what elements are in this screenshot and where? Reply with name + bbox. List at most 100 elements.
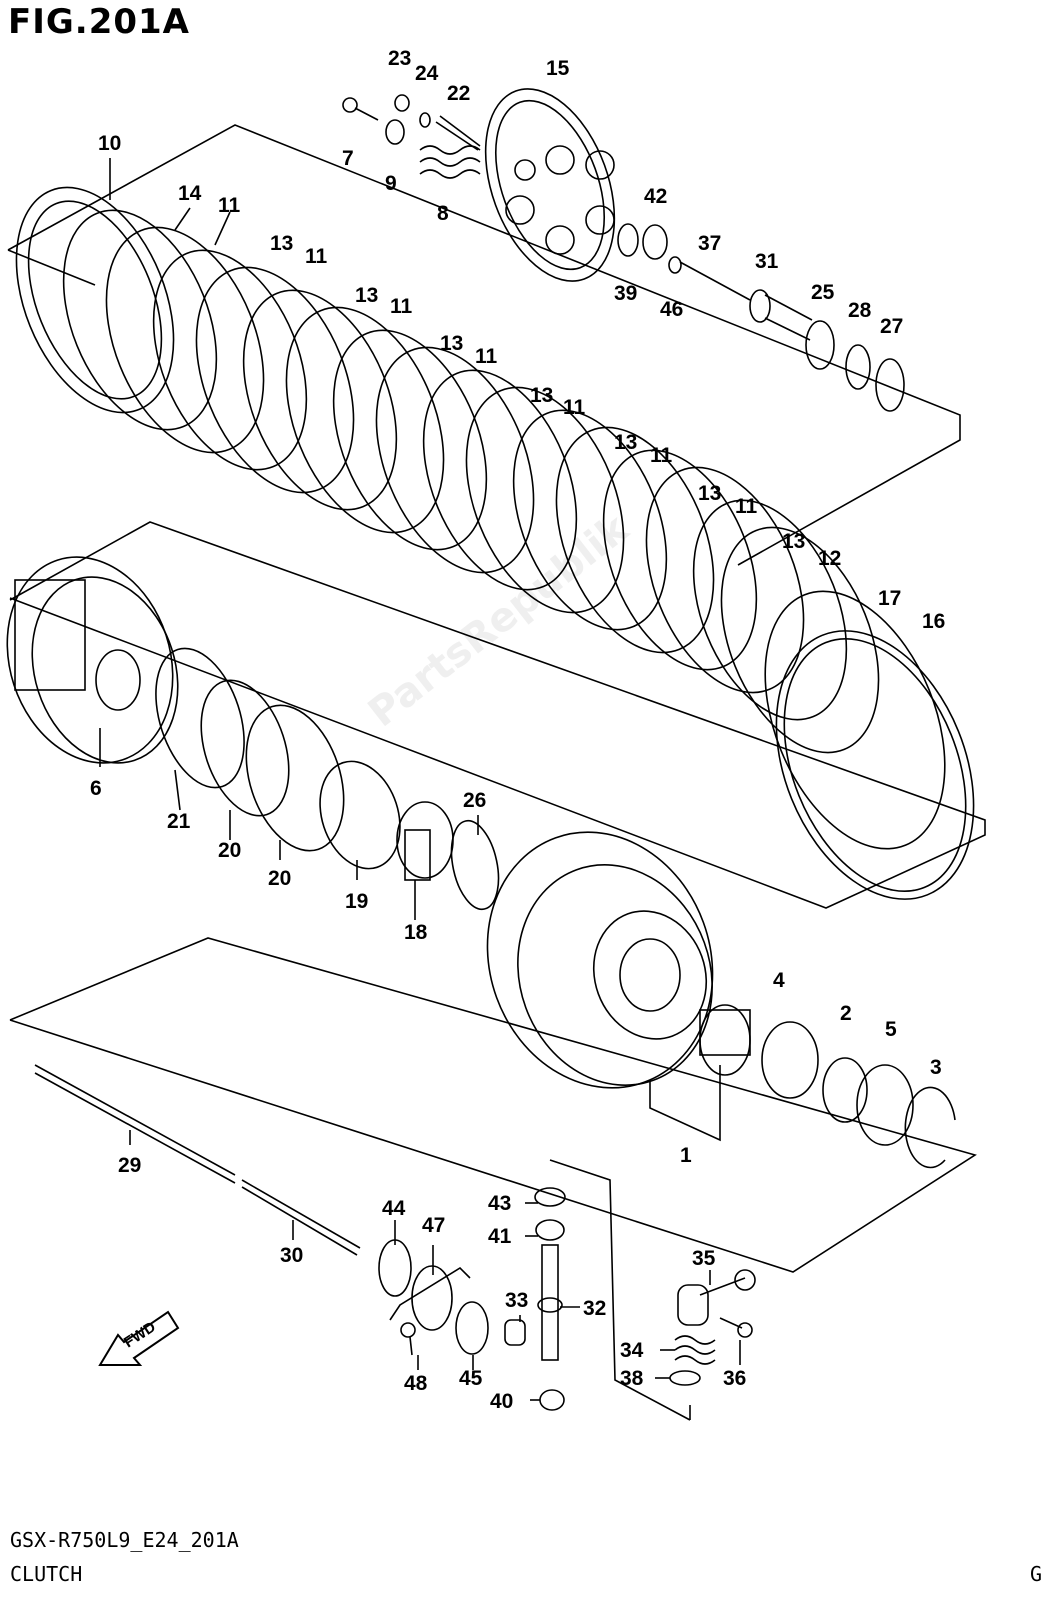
callout-12: 12	[818, 547, 841, 570]
callout-18: 18	[404, 921, 428, 944]
callout-24: 24	[415, 62, 439, 85]
callout-33: 33	[505, 1289, 528, 1312]
callout-13: 13	[782, 530, 805, 553]
callout-13: 13	[530, 384, 553, 407]
callout-11: 11	[475, 345, 498, 368]
spring-plate-20a	[200, 679, 290, 817]
nut-46	[668, 256, 682, 274]
fwd-arrow-icon: FWD	[98, 1310, 180, 1366]
release-arm-35	[677, 1269, 756, 1326]
bearing-45	[455, 1301, 489, 1355]
callout-32: 32	[583, 1297, 606, 1320]
panel-outline-sub	[549, 1159, 691, 1421]
push-rod-30	[241, 1179, 361, 1249]
wire-ring-21	[155, 647, 245, 789]
circlip-3	[904, 1086, 956, 1169]
callout-48: 48	[404, 1372, 428, 1395]
oil-seal-43	[534, 1187, 566, 1207]
callout-37: 37	[698, 232, 721, 255]
push-rod-29	[34, 1064, 236, 1176]
clutch-sleeve-hub-6	[6, 556, 179, 764]
callout-25: 25	[811, 281, 835, 304]
callout-27: 27	[880, 315, 903, 338]
figure-code: GSX-R750L9_E24_201A	[10, 1528, 239, 1552]
callout-1: 1	[680, 1144, 692, 1167]
washer-24	[419, 112, 431, 128]
callout-7: 7	[342, 147, 354, 170]
washer-27	[875, 358, 905, 412]
callout-42: 42	[644, 185, 667, 208]
callout-16: 16	[922, 610, 945, 633]
callout-11: 11	[305, 245, 328, 268]
pressure-plate-15	[484, 88, 616, 282]
pushrod-piece-31	[749, 289, 813, 341]
clutch-plate-stack	[15, 186, 975, 900]
bolt-7	[342, 97, 379, 121]
callout-11: 11	[650, 444, 673, 467]
spacer-2	[822, 1057, 868, 1123]
callout-35: 35	[692, 1247, 716, 1270]
callout-36: 36	[723, 1367, 746, 1390]
spring-washer-9	[385, 119, 405, 145]
callout-45: 45	[459, 1367, 483, 1390]
callout-11: 11	[218, 194, 241, 217]
bolt-36	[719, 1317, 753, 1338]
callout-11: 11	[735, 495, 758, 518]
spring-holder-18	[396, 801, 454, 881]
callout-5: 5	[885, 1018, 897, 1041]
washer-39	[617, 223, 639, 257]
figure-name: CLUTCH	[10, 1562, 83, 1586]
callout-34: 34	[620, 1339, 644, 1362]
callout-31: 31	[755, 250, 779, 273]
panel-outline-top	[7, 124, 961, 566]
callout-9: 9	[385, 172, 397, 195]
washer-38	[669, 1370, 701, 1386]
rod-37	[679, 261, 751, 301]
callout-21: 21	[167, 810, 191, 833]
callout-15: 15	[546, 57, 570, 80]
callout-13: 13	[614, 431, 637, 454]
bearing-41	[535, 1219, 565, 1241]
callout-8: 8	[437, 202, 449, 225]
callout-11: 11	[563, 396, 586, 419]
callout-13: 13	[440, 332, 463, 355]
needle-bearing-5	[856, 1064, 914, 1146]
pin-22	[435, 115, 481, 151]
callout-20: 20	[268, 867, 291, 890]
callout-2: 2	[840, 1002, 852, 1025]
callout-3: 3	[930, 1056, 942, 1079]
callout-39: 39	[614, 282, 637, 305]
callout-46: 46	[660, 298, 683, 321]
callout-29: 29	[118, 1154, 141, 1177]
retainer-plate-47	[389, 1265, 471, 1331]
callout-28: 28	[848, 299, 872, 322]
seat-19	[319, 760, 401, 870]
callout-40: 40	[490, 1390, 513, 1413]
needle-bearing-4	[761, 1021, 819, 1099]
callout-47: 47	[422, 1214, 445, 1237]
spring-8	[419, 145, 481, 179]
callout-43: 43	[488, 1192, 511, 1215]
callout-26: 26	[463, 789, 486, 812]
panel-outline-bottom	[9, 937, 977, 1273]
figure-title: FIG.201A	[8, 2, 190, 42]
primary-driven-gear-1	[486, 831, 714, 1089]
return-spring-34	[674, 1335, 716, 1365]
callout-19: 19	[345, 890, 368, 913]
bearing-42	[642, 224, 668, 260]
callout-11: 11	[390, 295, 413, 318]
spring-plate-20b	[245, 704, 345, 852]
callout-13: 13	[270, 232, 293, 255]
callout-6: 6	[90, 777, 102, 800]
nut-23	[394, 94, 410, 112]
washer-26	[450, 819, 500, 911]
pin-33	[504, 1319, 526, 1346]
callout-14: 14	[178, 182, 202, 205]
callout-22: 22	[447, 82, 470, 105]
spacer-4	[699, 1004, 751, 1076]
corner-mark: G	[1030, 1562, 1043, 1586]
panel-outline-middle	[9, 521, 986, 909]
callout-30: 30	[280, 1244, 303, 1267]
callout-20: 20	[218, 839, 241, 862]
